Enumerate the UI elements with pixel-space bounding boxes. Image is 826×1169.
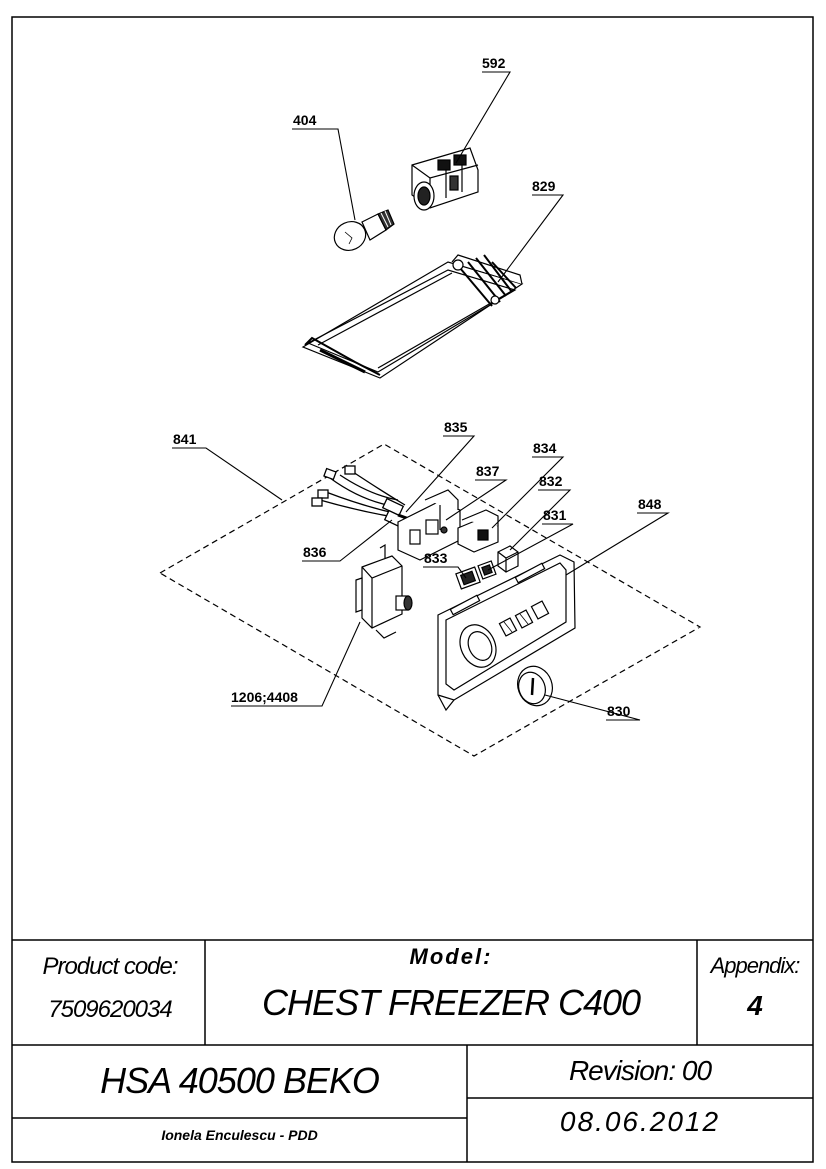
control-panel-part [437,554,576,712]
lamp-bulb-part [333,209,395,251]
appendix-label: Appendix: [710,953,801,978]
thermostat-part [355,543,413,639]
callout-834: 834 [533,440,557,456]
lamp-cover-part [301,254,524,379]
model-label: Model: [409,944,493,969]
appendix-number: 4 [747,990,763,1021]
callout-835: 835 [444,419,468,435]
callout-836: 836 [303,544,327,560]
callout-1206-4408: 1206;4408 [231,689,298,705]
author: Ionela Enculescu - PDD [161,1127,318,1143]
callout-labels: 592 404 829 835 841 834 837 832 848 831 … [173,55,662,719]
model-name: CHEST FREEZER C400 [261,982,641,1023]
switch-housing-part [397,489,461,561]
callout-829: 829 [532,178,556,194]
callout-837: 837 [476,463,500,479]
callout-592: 592 [482,55,506,71]
product-code-value: 7509620034 [48,996,172,1023]
callout-833: 833 [424,550,448,566]
lamp-holder-part [411,147,479,211]
leader-lines [172,71,670,721]
callout-830: 830 [607,703,631,719]
revision: Revision: 00 [568,1055,712,1086]
knob-part [517,665,553,707]
callout-848: 848 [638,496,662,512]
wire-harness-part [311,465,413,529]
callout-841: 841 [173,431,197,447]
switch-part [457,509,499,553]
date: 08.06.2012 [559,1106,721,1137]
callout-831: 831 [543,507,567,523]
title-block-grid [12,939,813,1162]
callout-832: 832 [539,473,563,489]
assembly-outline [158,443,702,757]
drawing-frame [11,16,814,1163]
product-code-label: Product code: [42,953,178,980]
hsa-code: HSA 40500 BEKO [100,1060,380,1101]
indicator-lens-part [477,560,497,580]
light-pipe-part [455,566,481,590]
callout-404: 404 [293,112,317,128]
